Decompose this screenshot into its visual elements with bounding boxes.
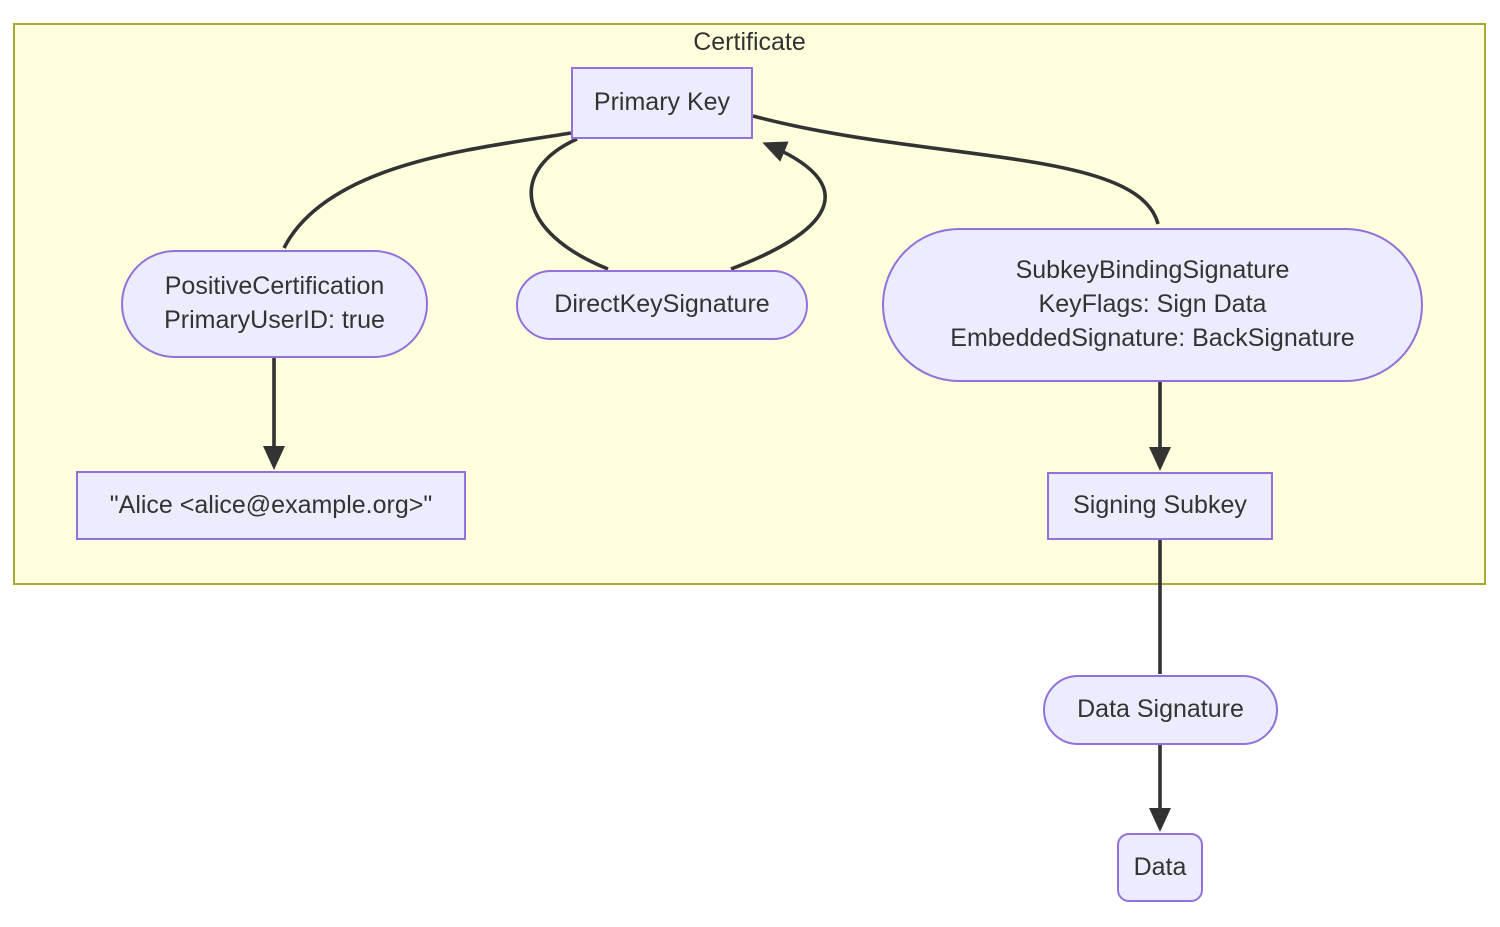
node-user-id: "Alice <alice@example.org>" xyxy=(76,471,466,540)
node-positive-certification: PositiveCertification PrimaryUserID: tru… xyxy=(121,250,428,358)
edge-primarykey-subkeybindingsignature xyxy=(752,114,1160,225)
node-signing-subkey-label: Signing Subkey xyxy=(1073,491,1247,520)
node-primary-key: Primary Key xyxy=(571,67,753,139)
certificate-container-label: Certificate xyxy=(693,28,806,56)
node-signing-subkey: Signing Subkey xyxy=(1047,472,1273,540)
node-user-id-label: "Alice <alice@example.org>" xyxy=(109,490,433,519)
node-data: Data xyxy=(1117,833,1203,902)
edge-primarykey-positivecertification xyxy=(282,131,572,249)
node-direct-key-signature-label: DirectKeySignature xyxy=(554,290,770,319)
node-primary-key-label: Primary Key xyxy=(593,88,731,117)
edge-primarykey-directkeysignature xyxy=(529,137,609,271)
node-data-signature: Data Signature xyxy=(1043,675,1278,745)
node-subkey-binding-signature: SubkeyBindingSignature KeyFlags: Sign Da… xyxy=(882,228,1423,382)
node-subkey-binding-signature-label: SubkeyBindingSignature KeyFlags: Sign Da… xyxy=(950,256,1355,352)
edge-directkeysignature-primarykey xyxy=(730,141,827,271)
node-data-signature-label: Data Signature xyxy=(1077,695,1244,724)
node-data-label: Data xyxy=(1133,852,1187,881)
node-direct-key-signature: DirectKeySignature xyxy=(516,270,808,340)
node-positive-certification-label: PositiveCertification PrimaryUserID: tru… xyxy=(164,272,385,334)
